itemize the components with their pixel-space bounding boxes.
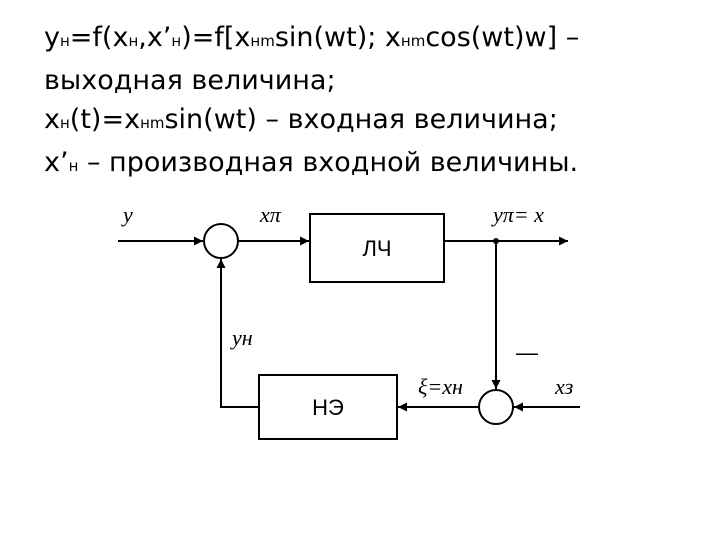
text-line-1: yн=f(xн,x’н)=f[xнmsin(wt); xнmcos(wt)w] … xyxy=(44,18,704,61)
text-line-4: x’н – производная входной величины. xyxy=(44,143,704,186)
text-fragment: (t)=x xyxy=(69,104,141,135)
label-x-pi: xπ xyxy=(259,202,282,227)
subscript: н xyxy=(59,32,70,50)
subscript: н xyxy=(68,157,79,175)
text-fragment: =f(x xyxy=(69,22,129,53)
text-fragment: x xyxy=(44,104,60,135)
text-fragment: sin(wt) – входная величина; xyxy=(164,104,558,135)
lch-block xyxy=(309,213,445,283)
subscript: н xyxy=(59,114,70,132)
text-fragment: sin(wt); x xyxy=(274,22,401,53)
text-fragment: – производная входной величины. xyxy=(78,147,579,178)
summing-junction-bottom xyxy=(478,389,514,425)
minus-sign: — xyxy=(516,340,538,365)
summing-junction-top xyxy=(203,223,239,259)
text-line-3: xн(t)=xнmsin(wt) – входная величина; xyxy=(44,100,704,143)
subscript: н xyxy=(171,32,182,50)
text-fragment: y xyxy=(44,22,60,53)
subscript: н xyxy=(128,32,139,50)
label-y: y xyxy=(121,202,133,227)
lch-label: ЛЧ xyxy=(362,236,391,261)
subscript: нm xyxy=(140,114,165,132)
ne-block xyxy=(258,374,398,440)
label-y-pi-eq-x: yπ= x xyxy=(491,202,544,227)
label-xi-eq-xn: ξ=xн xyxy=(418,374,463,399)
text-fragment: )=f[x xyxy=(181,22,251,53)
description-text: yн=f(xн,x’н)=f[xнmsin(wt); xнmcos(wt)w] … xyxy=(44,18,704,186)
text-line-2: выходная величина; xyxy=(44,65,336,96)
subscript: нm xyxy=(400,32,426,50)
ne-label: НЭ xyxy=(312,395,344,420)
text-fragment: cos(wt)w] – xyxy=(425,22,580,53)
feedback-up-arrow xyxy=(216,259,259,408)
text-fragment: ,x’ xyxy=(138,22,172,53)
label-y-n: yн xyxy=(230,325,253,350)
text-fragment: x’ xyxy=(44,147,69,178)
subscript: нm xyxy=(250,32,275,50)
label-x-z: xз xyxy=(554,374,573,399)
